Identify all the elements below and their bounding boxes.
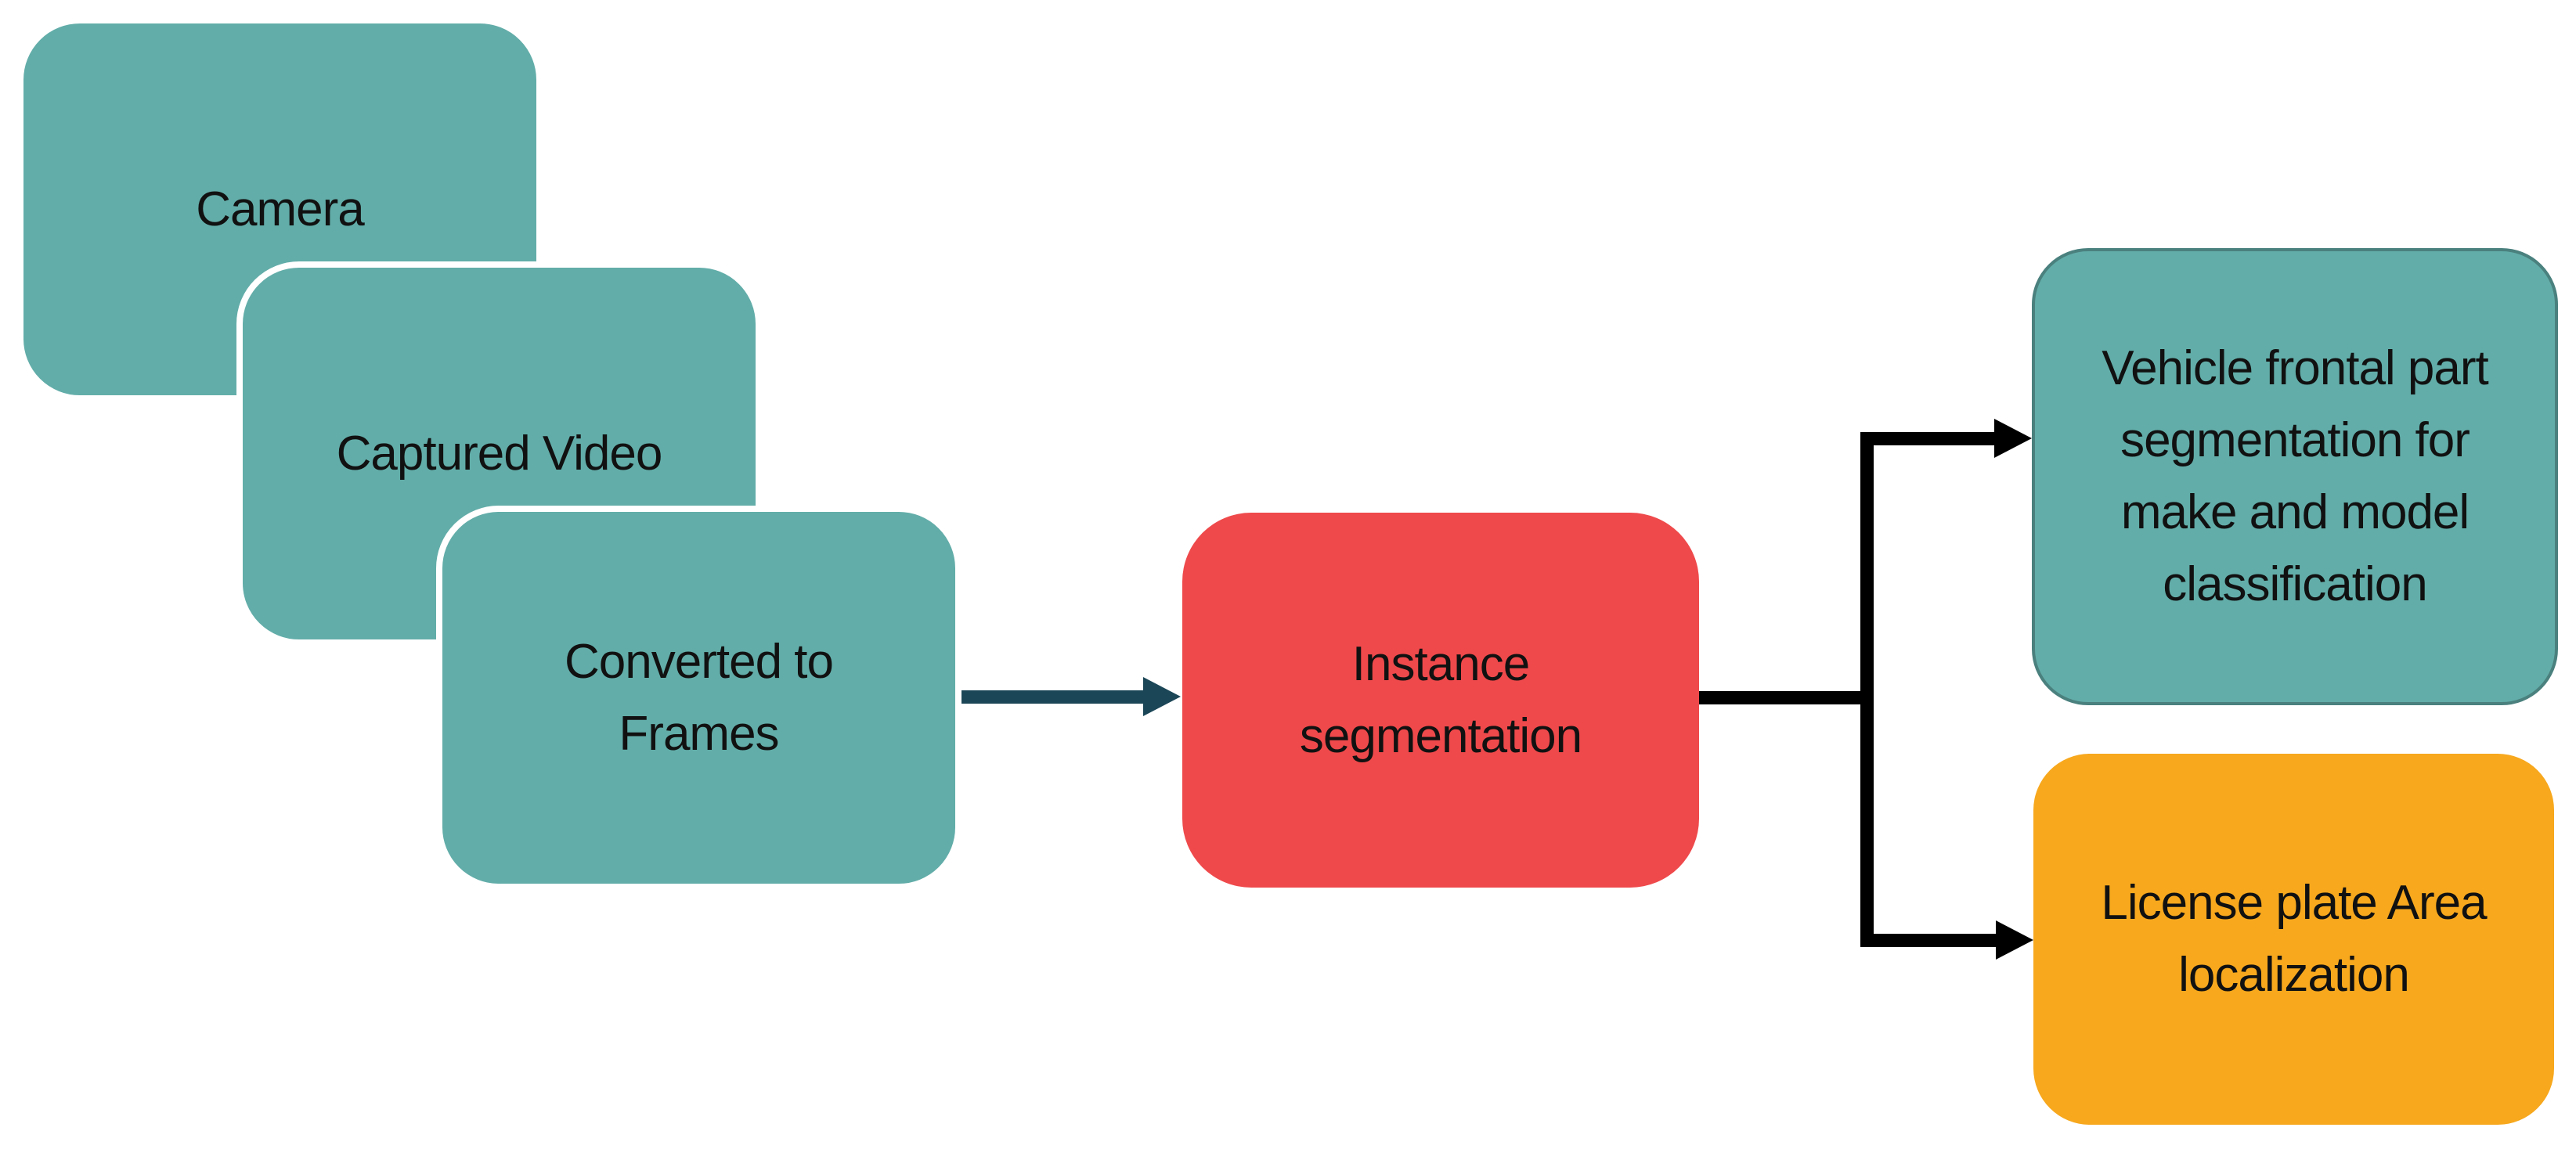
edge-frames-to-instance-line — [959, 690, 1147, 704]
edge-to-license-plate-line — [1860, 934, 1996, 947]
node-vehicle-frontal-part-label: Vehicle frontal part segmentation for ma… — [2102, 341, 2489, 611]
edge-instance-stem-line — [1699, 691, 1874, 704]
node-license-plate-area-label: License plate Area localization — [2101, 876, 2487, 1002]
node-converted-to-frames: Converted to Frames — [436, 506, 961, 890]
edge-to-license-plate-arrowhead-icon — [1996, 920, 2033, 960]
node-license-plate-area: License plate Area localization — [2033, 754, 2554, 1125]
node-converted-to-frames-label: Converted to Frames — [565, 634, 834, 761]
edge-frames-to-instance-arrowhead-icon — [1143, 677, 1181, 716]
node-camera-label: Camera — [196, 182, 365, 236]
node-instance-segmentation-label: Instance segmentation — [1299, 636, 1582, 763]
node-vehicle-frontal-part: Vehicle frontal part segmentation for ma… — [2032, 248, 2558, 705]
edge-to-vehicle-frontal-line — [1860, 432, 1996, 445]
node-instance-segmentation: Instance segmentation — [1182, 513, 1699, 888]
node-captured-video-label: Captured Video — [336, 426, 663, 481]
edge-branch-vertical-line — [1860, 432, 1874, 947]
edge-to-vehicle-frontal-arrowhead-icon — [1994, 419, 2032, 458]
